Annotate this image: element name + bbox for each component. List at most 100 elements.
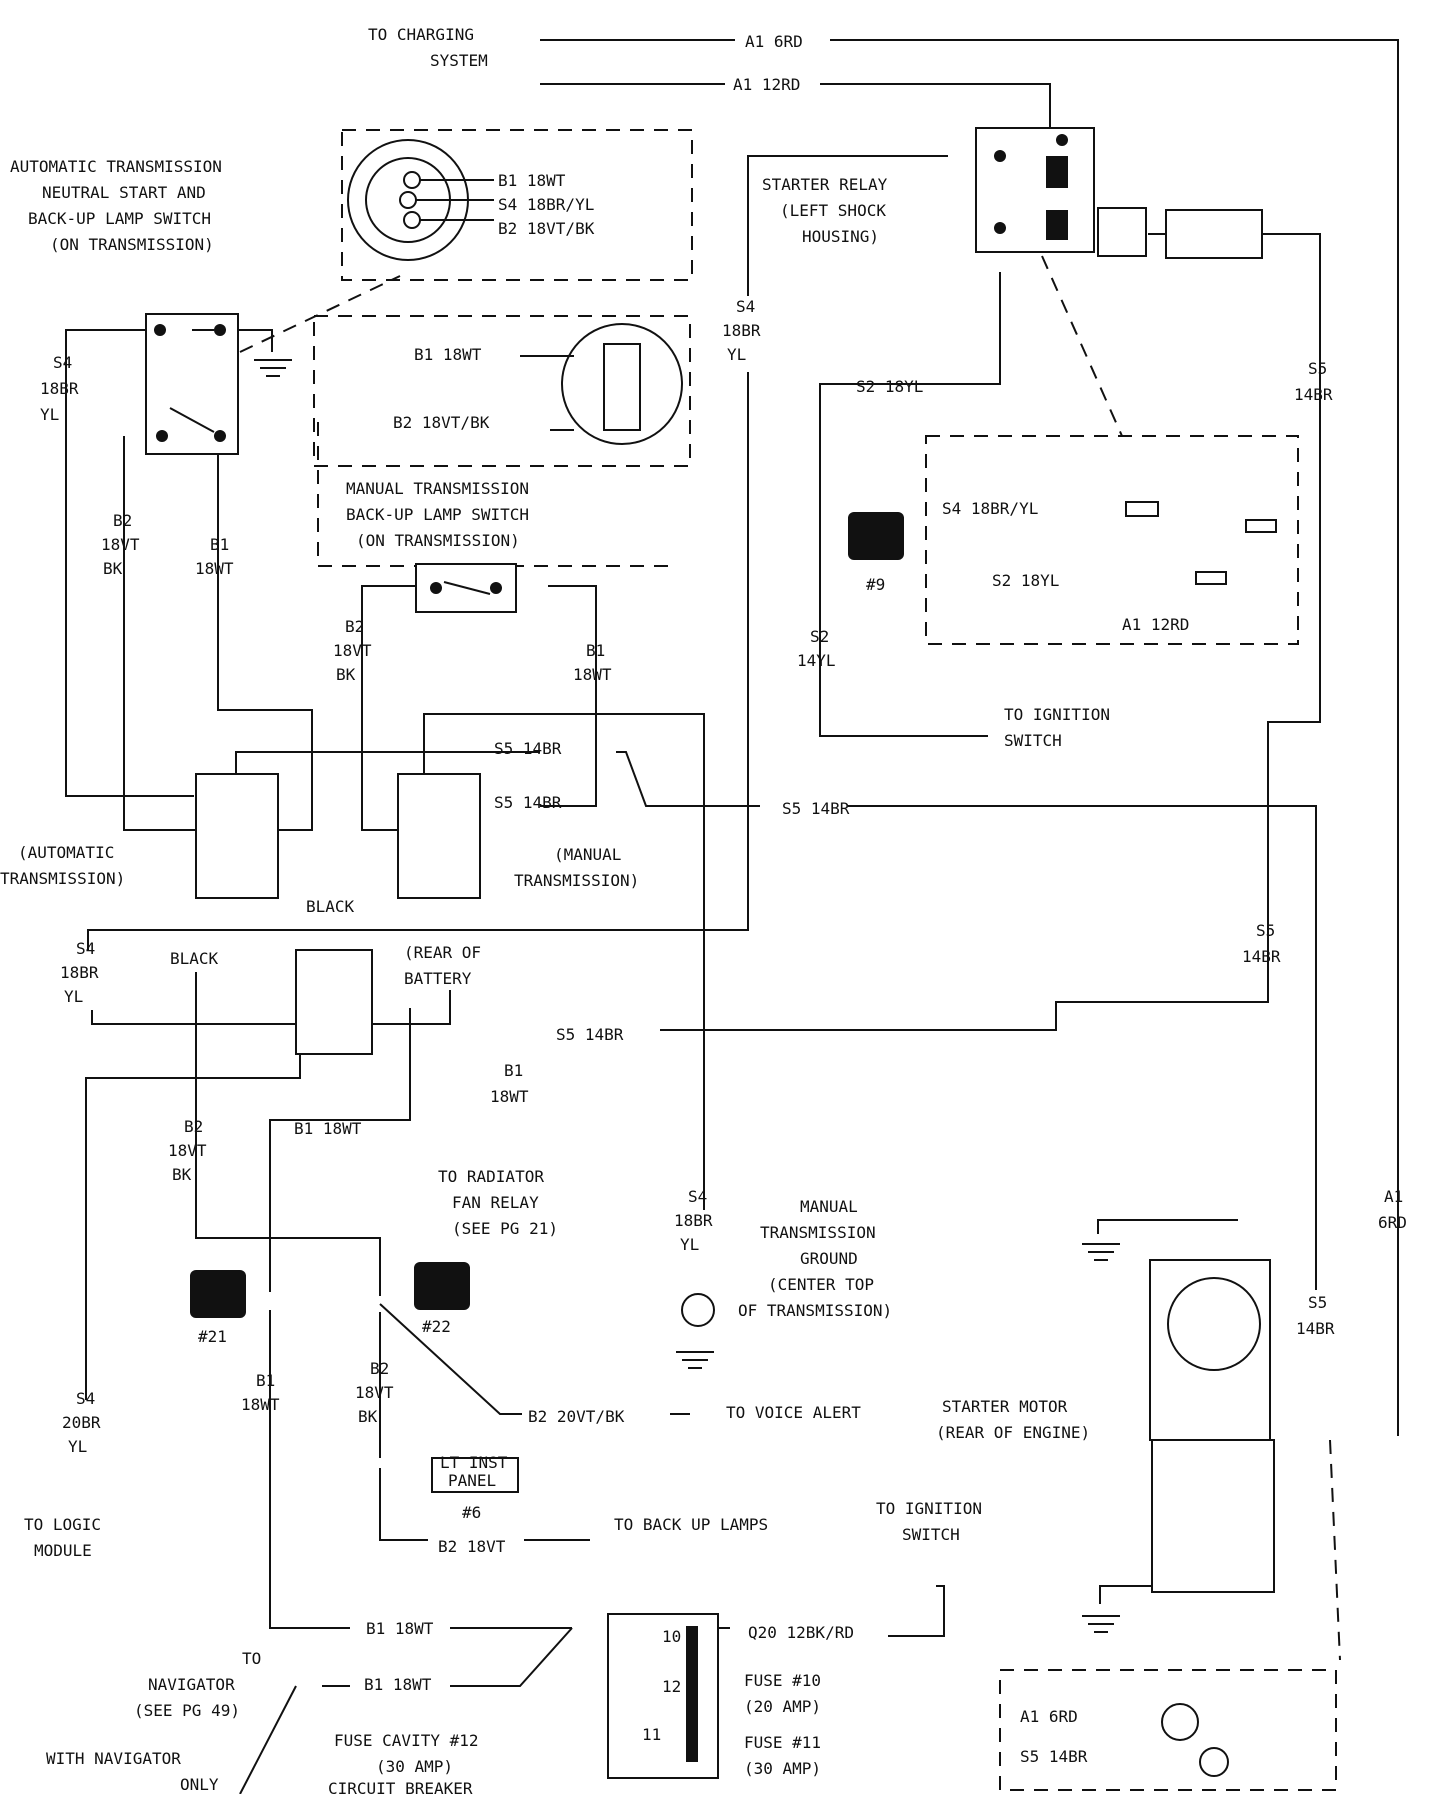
label-at-sw-2: NEUTRAL START AND: [42, 183, 206, 202]
label-charging-1: TO CHARGING: [368, 25, 474, 44]
label-black-2: BLACK: [170, 949, 219, 968]
label-ign-s2: S2 18YL: [992, 571, 1059, 590]
label-mt-sw-2: BACK-UP LAMP SWITCH: [346, 505, 529, 524]
label-lt-inst-1: LT INST: [440, 1453, 508, 1472]
label-a1-6rd-r1: A1: [1384, 1187, 1403, 1206]
label-s4-bl2: 18BR: [60, 963, 99, 982]
label-b2-l2: 18VT: [101, 535, 140, 554]
label-s5-r1: S5: [1308, 359, 1327, 378]
label-mtg-1: MANUAL: [800, 1197, 858, 1216]
label-nav-2: NAVIGATOR: [148, 1675, 235, 1694]
label-mtg-4: (CENTER TOP: [768, 1275, 874, 1294]
label-b2-bat1: B2: [184, 1117, 203, 1136]
label-mtg-2: TRANSMISSION: [760, 1223, 876, 1242]
label-c22: #22: [422, 1317, 451, 1336]
label-mt-conn-1: (MANUAL: [554, 845, 621, 864]
label-c9: #9: [866, 575, 885, 594]
label-b2-m1: B2: [345, 617, 364, 636]
label-mtg-5: OF TRANSMISSION): [738, 1301, 892, 1320]
label-at-sw-1: AUTOMATIC TRANSMISSION: [10, 157, 222, 176]
label-s5-c1: S5 14BR: [494, 739, 562, 758]
label-b2-18vt: B2 18VT: [438, 1537, 506, 1556]
label-sr-1: STARTER RELAY: [762, 175, 888, 194]
label-b1-m2: 18WT: [573, 665, 612, 684]
label-rad-2: FAN RELAY: [452, 1193, 539, 1212]
label-s4-c2: 18BR: [722, 321, 761, 340]
label-b2-20vt: B2 20VT/BK: [528, 1407, 625, 1426]
label-b2-wt3: BK: [358, 1407, 378, 1426]
label-s4-l3: YL: [40, 405, 59, 424]
label-b2-wt1: B2: [370, 1359, 389, 1378]
label-b1-bat2: 18WT: [490, 1087, 529, 1106]
label-logic-1: TO LOGIC: [24, 1515, 101, 1534]
label-ign-to-2: SWITCH: [1004, 731, 1062, 750]
label-ign-sw2-1: TO IGNITION: [876, 1499, 982, 1518]
label-at-b1: B1 18WT: [498, 171, 566, 190]
label-rb-2: BATTERY: [404, 969, 472, 988]
label-s4-c1: S4: [736, 297, 755, 316]
label-mt-b2: B2 18VT/BK: [393, 413, 490, 432]
label-s2-18yl: S2 18YL: [856, 377, 923, 396]
label-s4-bl3: YL: [64, 987, 83, 1006]
label-s5-rm2: 14BR: [1242, 947, 1281, 966]
label-s4-g2: 18BR: [674, 1211, 713, 1230]
label-s5-rm1: S5: [1256, 921, 1275, 940]
label-rad-1: TO RADIATOR: [438, 1167, 544, 1186]
label-a1-6rd-b: A1 6RD: [1020, 1707, 1078, 1726]
label-nav-3: (SEE PG 49): [134, 1701, 240, 1720]
label-b2-l1: B2: [113, 511, 132, 530]
label-fuse11-1: FUSE #11: [744, 1733, 821, 1752]
label-nav-1: TO: [242, 1649, 261, 1668]
label-s4-lm1: S4: [76, 1389, 95, 1408]
label-s4-l1: S4: [53, 353, 72, 372]
label-voice: TO VOICE ALERT: [726, 1403, 861, 1422]
label-sr-3: HOUSING): [802, 227, 879, 246]
label-s5-14br-b: S5 14BR: [1020, 1747, 1088, 1766]
label-b2-bat3: BK: [172, 1165, 192, 1184]
label-b2-m3: BK: [336, 665, 356, 684]
wires: [65, 39, 1399, 1794]
label-ign-s4: S4 18BR/YL: [942, 499, 1038, 518]
label-mtg-3: GROUND: [800, 1249, 858, 1268]
label-fc-3: CIRCUIT BREAKER: [328, 1779, 473, 1794]
label-sm-2: (REAR OF ENGINE): [936, 1423, 1090, 1442]
label-s5-bat: S5 14BR: [556, 1025, 624, 1044]
label-s2-14-1: S2: [810, 627, 829, 646]
label-s4-g3: YL: [680, 1235, 699, 1254]
label-b1-l2: 18WT: [195, 559, 234, 578]
label-fuse11-2: (30 AMP): [744, 1759, 821, 1778]
label-c21: #21: [198, 1327, 227, 1346]
labels: TO CHARGING SYSTEM A1 6RD A1 12RD AUTOMATIC …: [0, 25, 1407, 1794]
label-b2-wt2: 18VT: [355, 1383, 394, 1402]
marks: [145, 127, 1341, 1791]
label-at-conn-1: (AUTOMATIC: [18, 843, 114, 862]
label-fuse-n10: 10: [662, 1627, 681, 1646]
label-rb-1: (REAR OF: [404, 943, 481, 962]
label-ign-a1: A1 12RD: [1122, 615, 1189, 634]
label-logic-2: MODULE: [34, 1541, 92, 1560]
label-b1-bat1: B1: [504, 1061, 523, 1080]
label-at-sw-4: (ON TRANSMISSION): [50, 235, 214, 254]
label-b1-m1: B1: [586, 641, 605, 660]
label-ign-to-1: TO IGNITION: [1004, 705, 1110, 724]
label-mt-sw-1: MANUAL TRANSMISSION: [346, 479, 529, 498]
label-s4-g1: S4: [688, 1187, 707, 1206]
label-a1-12rd-top: A1 12RD: [733, 75, 800, 94]
label-s5-c3: S5 14BR: [782, 799, 850, 818]
label-sm-1: STARTER MOTOR: [942, 1397, 1068, 1416]
label-fuse-n12: 12: [662, 1677, 681, 1696]
label-b2-l3: BK: [103, 559, 123, 578]
label-b1-18wt-bat: B1 18WT: [294, 1119, 362, 1138]
label-fc-1: FUSE CAVITY #12: [334, 1731, 479, 1750]
label-charging-2: SYSTEM: [430, 51, 488, 70]
label-ign-sw2-2: SWITCH: [902, 1525, 960, 1544]
label-a1-6rd-top: A1 6RD: [745, 32, 803, 51]
label-b2-bat2: 18VT: [168, 1141, 207, 1160]
label-mt-conn-2: TRANSMISSION): [514, 871, 639, 890]
label-at-s4: S4 18BR/YL: [498, 195, 594, 214]
label-at-conn-2: TRANSMISSION): [0, 869, 125, 888]
label-b1-wt1: B1: [256, 1371, 275, 1390]
label-q20: Q20 12BK/RD: [748, 1623, 854, 1642]
label-s5-st1: S5: [1308, 1293, 1327, 1312]
